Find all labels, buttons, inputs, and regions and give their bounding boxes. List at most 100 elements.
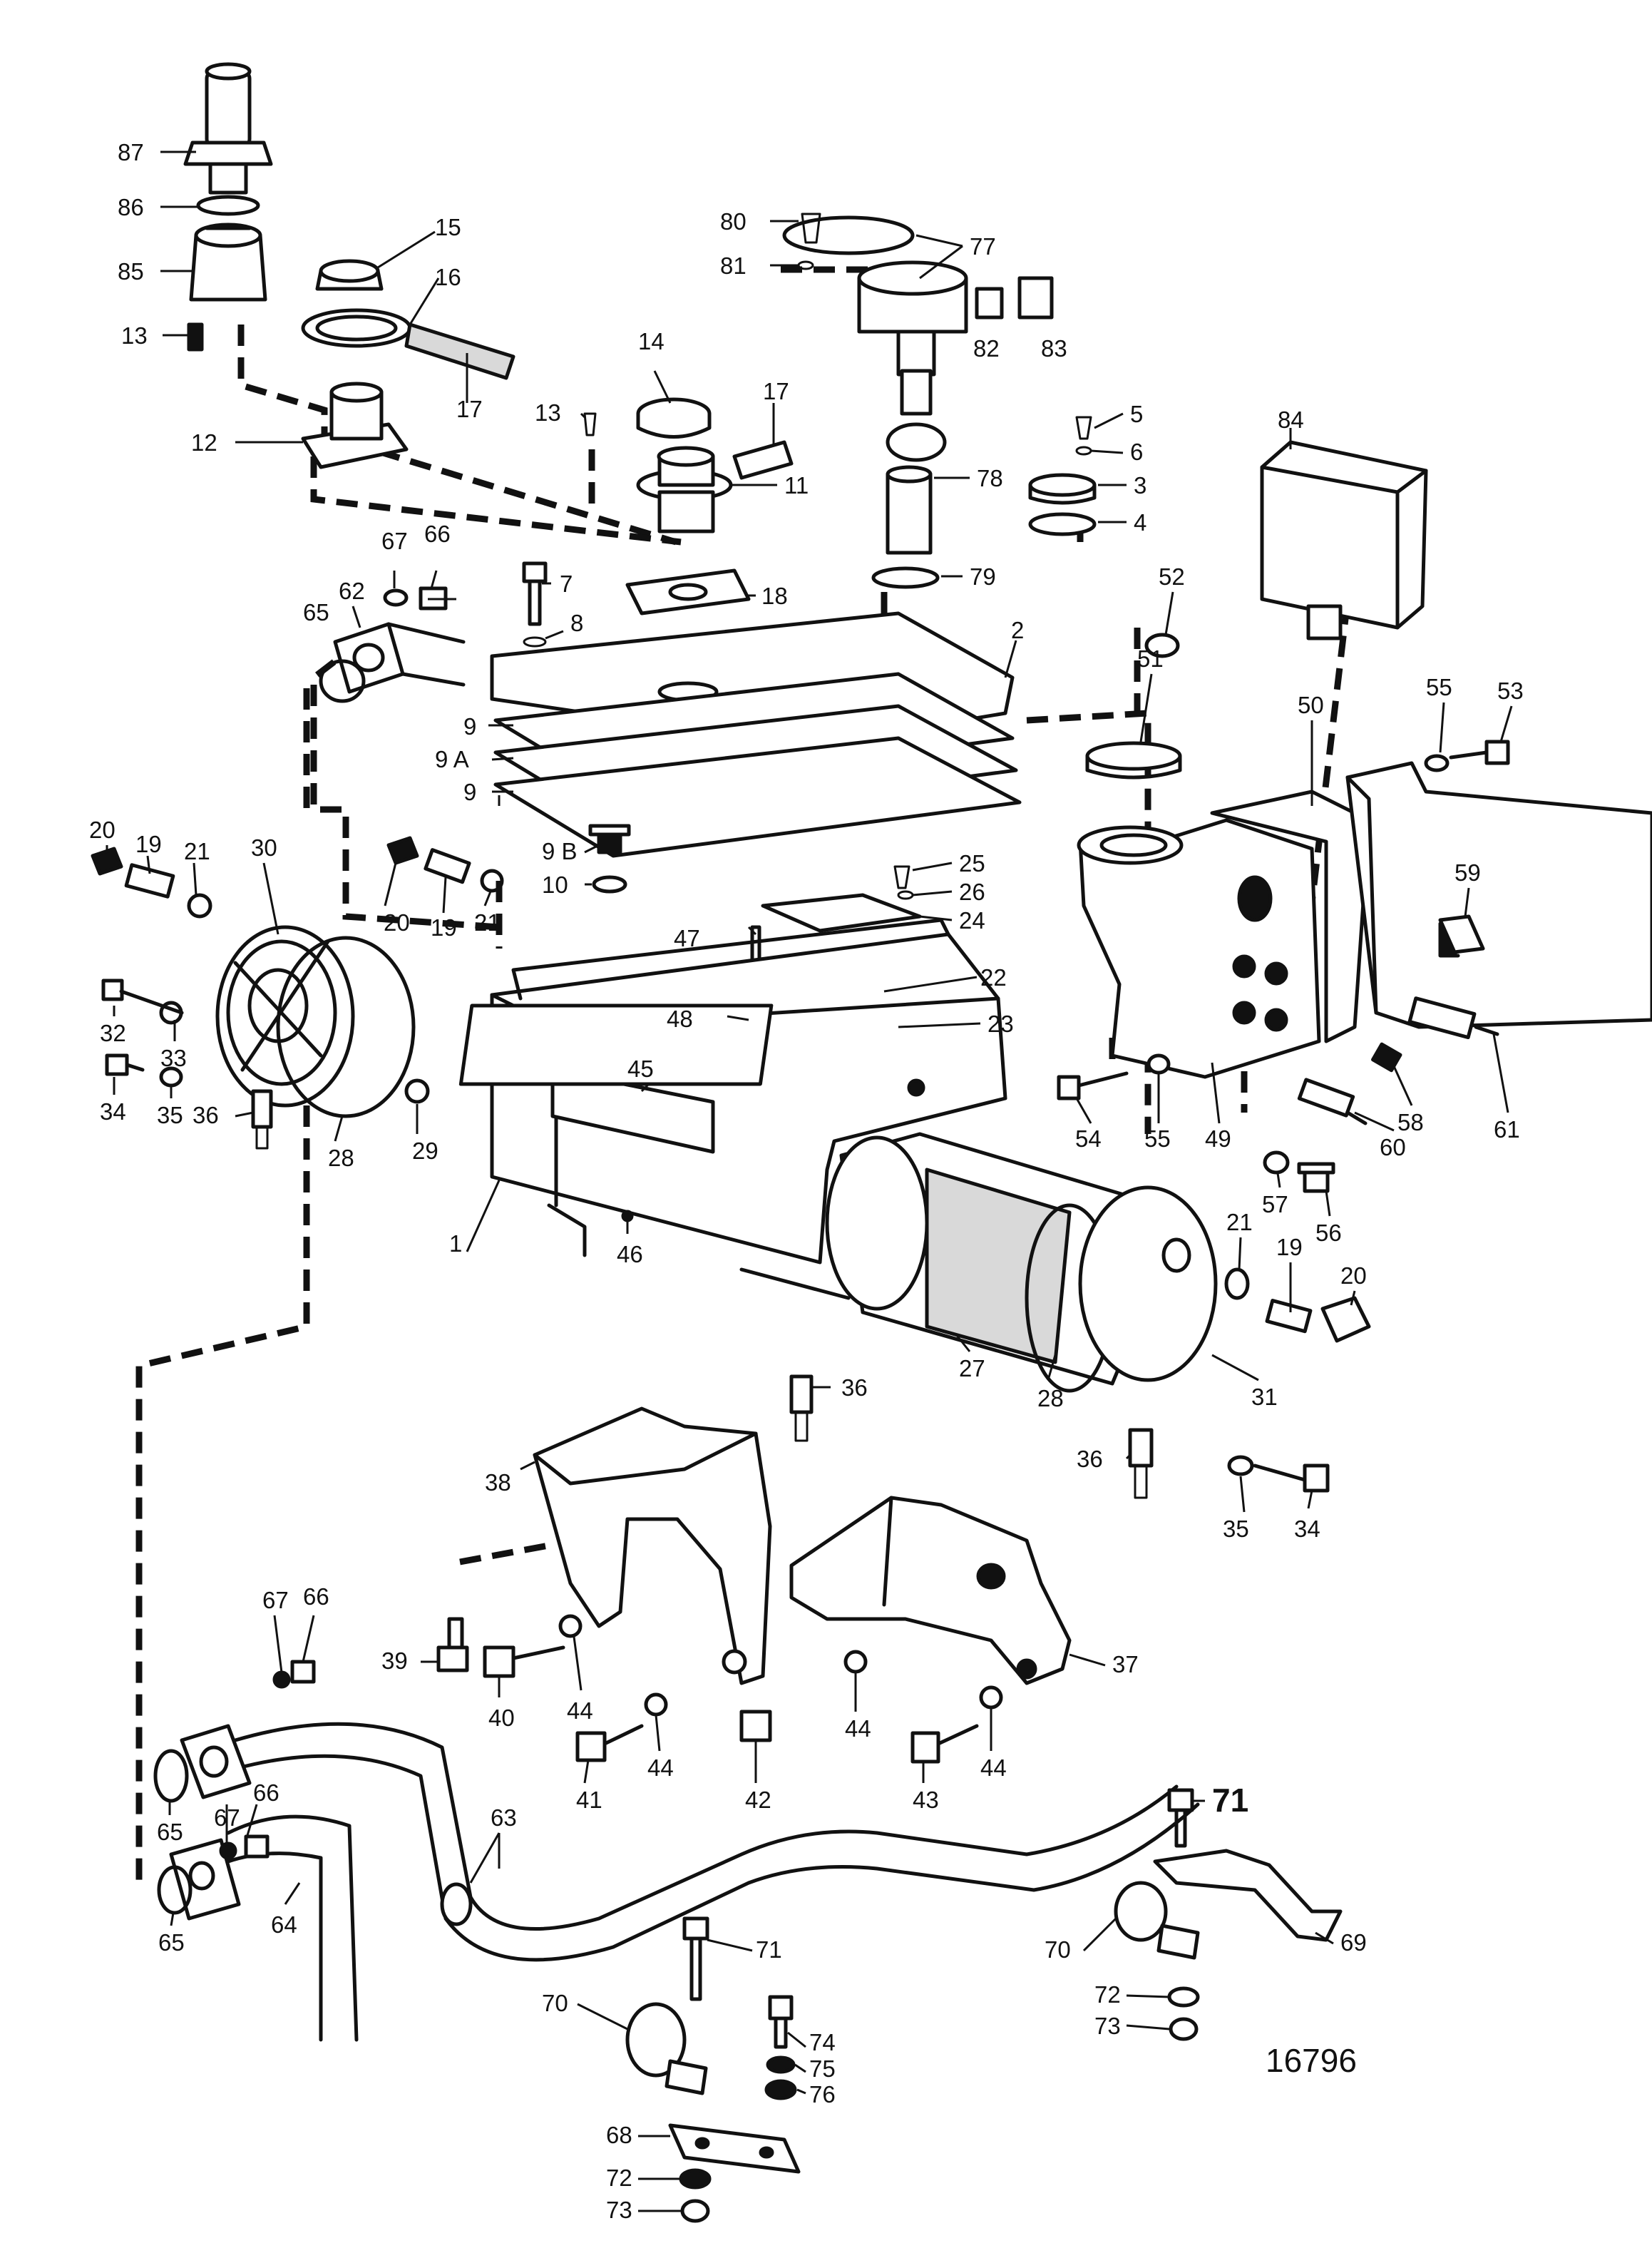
callout-53: 53	[1497, 678, 1524, 704]
part-28-oring-left	[276, 936, 416, 1118]
part-59-plug	[1438, 914, 1485, 958]
callout-19c: 19	[1276, 1234, 1303, 1260]
part-72-washer-center	[679, 2168, 712, 2190]
callout-19b: 19	[431, 914, 457, 941]
part-85-housing	[189, 223, 267, 302]
callout-34a: 34	[100, 1098, 126, 1125]
part-13-screw-center	[583, 412, 597, 436]
callout-65b: 65	[157, 1819, 183, 1845]
part-44-washer-a	[558, 1614, 583, 1638]
callout-46: 46	[617, 1241, 643, 1267]
part-38-bracket	[533, 1406, 772, 1685]
callout-47: 47	[674, 925, 700, 951]
callout-67b: 67	[262, 1587, 289, 1613]
part-78-sleeve	[886, 465, 933, 555]
part-60-sensor	[1297, 1078, 1368, 1125]
callout-71a: 71	[1212, 1782, 1248, 1819]
part-30-end-cover	[215, 925, 355, 1108]
callout-36a: 36	[193, 1102, 219, 1128]
callout-44a: 44	[567, 1697, 593, 1724]
part-15-cap	[315, 259, 384, 291]
callout-9b: 9 B	[542, 838, 578, 864]
part-43-bolt	[910, 1724, 979, 1764]
callout-76: 76	[809, 2081, 836, 2108]
callout-61: 61	[1494, 1116, 1520, 1143]
part-5-screw	[1075, 416, 1092, 440]
part-55-washer-lower	[1146, 1053, 1171, 1075]
callout-12: 12	[191, 429, 217, 456]
callout-51: 51	[1137, 645, 1164, 672]
callout-25: 25	[959, 850, 985, 877]
part-62-flange	[333, 622, 466, 694]
callout-67c: 67	[214, 1804, 240, 1831]
part-68-plate	[668, 2123, 801, 2174]
part-36-drain-left	[251, 1089, 273, 1150]
part-79-ring	[871, 566, 940, 589]
part-21-washer-center	[480, 869, 504, 893]
part-73-nut-right	[1169, 2017, 1199, 2041]
part-19-sensor-right	[1265, 1299, 1313, 1334]
part-53-bolt	[1449, 740, 1510, 765]
part-86-washer	[196, 195, 260, 216]
part-12-flange	[301, 382, 409, 469]
callout-33: 33	[160, 1045, 187, 1071]
callout-87: 87	[118, 139, 144, 165]
part-19-sensor-center	[424, 848, 471, 884]
callout-67a: 67	[381, 528, 408, 554]
callout-35b: 35	[1223, 1516, 1249, 1542]
part-26-washer	[897, 890, 914, 900]
callout-55b: 55	[1144, 1125, 1171, 1152]
callout-20a: 20	[89, 817, 116, 843]
callout-73b: 73	[606, 2197, 632, 2223]
callout-44d: 44	[980, 1754, 1007, 1781]
part-16-ring	[301, 308, 412, 348]
callout-83: 83	[1041, 335, 1067, 362]
part-37-bracket	[789, 1496, 1072, 1685]
callout-81: 81	[720, 252, 747, 279]
callout-40: 40	[488, 1705, 515, 1731]
callout-24: 24	[959, 907, 985, 934]
part-34-bolt-left	[105, 1053, 145, 1076]
callout-9a-upper: 9	[463, 713, 476, 740]
part-14-cap	[636, 397, 712, 439]
callout-70a: 70	[1045, 1936, 1071, 1963]
callout-79: 79	[970, 563, 996, 590]
part-3-cap	[1028, 473, 1097, 505]
callout-50: 50	[1298, 692, 1324, 718]
callout-36c: 36	[1077, 1446, 1103, 1472]
callout-26: 26	[959, 879, 985, 905]
part-55-washer-upper	[1424, 754, 1450, 772]
part-44-washer-c	[843, 1650, 868, 1674]
callout-34b: 34	[1294, 1516, 1320, 1542]
part-flange-upper-left	[180, 1724, 252, 1799]
part-39-bolt	[436, 1617, 469, 1672]
callout-28a: 28	[328, 1145, 354, 1171]
part-69-strap	[1153, 1849, 1343, 1942]
part-18-gasket	[625, 568, 751, 615]
callout-18: 18	[761, 583, 788, 609]
part-44-washer-d	[979, 1685, 1003, 1710]
callout-1: 1	[449, 1230, 462, 1257]
part-58-plug	[1371, 1042, 1402, 1073]
callout-60: 60	[1380, 1134, 1406, 1160]
callout-21c: 21	[1226, 1209, 1253, 1235]
callout-44b: 44	[647, 1754, 674, 1781]
callout-71b: 71	[756, 1936, 782, 1963]
callout-36b: 36	[841, 1374, 868, 1401]
part-20-plug-right	[1320, 1296, 1371, 1343]
part-35-washer-right	[1227, 1455, 1254, 1476]
callout-64: 64	[271, 1911, 297, 1938]
callout-5: 5	[1130, 401, 1143, 427]
callout-27: 27	[959, 1355, 985, 1381]
part-13-plug-top	[187, 322, 204, 352]
callout-86: 86	[118, 194, 144, 220]
callout-22: 22	[980, 964, 1007, 991]
callout-20b: 20	[384, 909, 410, 936]
part-40-bolt	[483, 1645, 565, 1678]
part-36-drain-right	[1128, 1428, 1154, 1499]
callout-16: 16	[435, 264, 461, 290]
part-76-washer	[764, 2079, 797, 2100]
engine-block-outline-right	[1345, 761, 1652, 1029]
part-61-sensor	[1407, 996, 1499, 1040]
part-17-hose	[404, 322, 515, 380]
